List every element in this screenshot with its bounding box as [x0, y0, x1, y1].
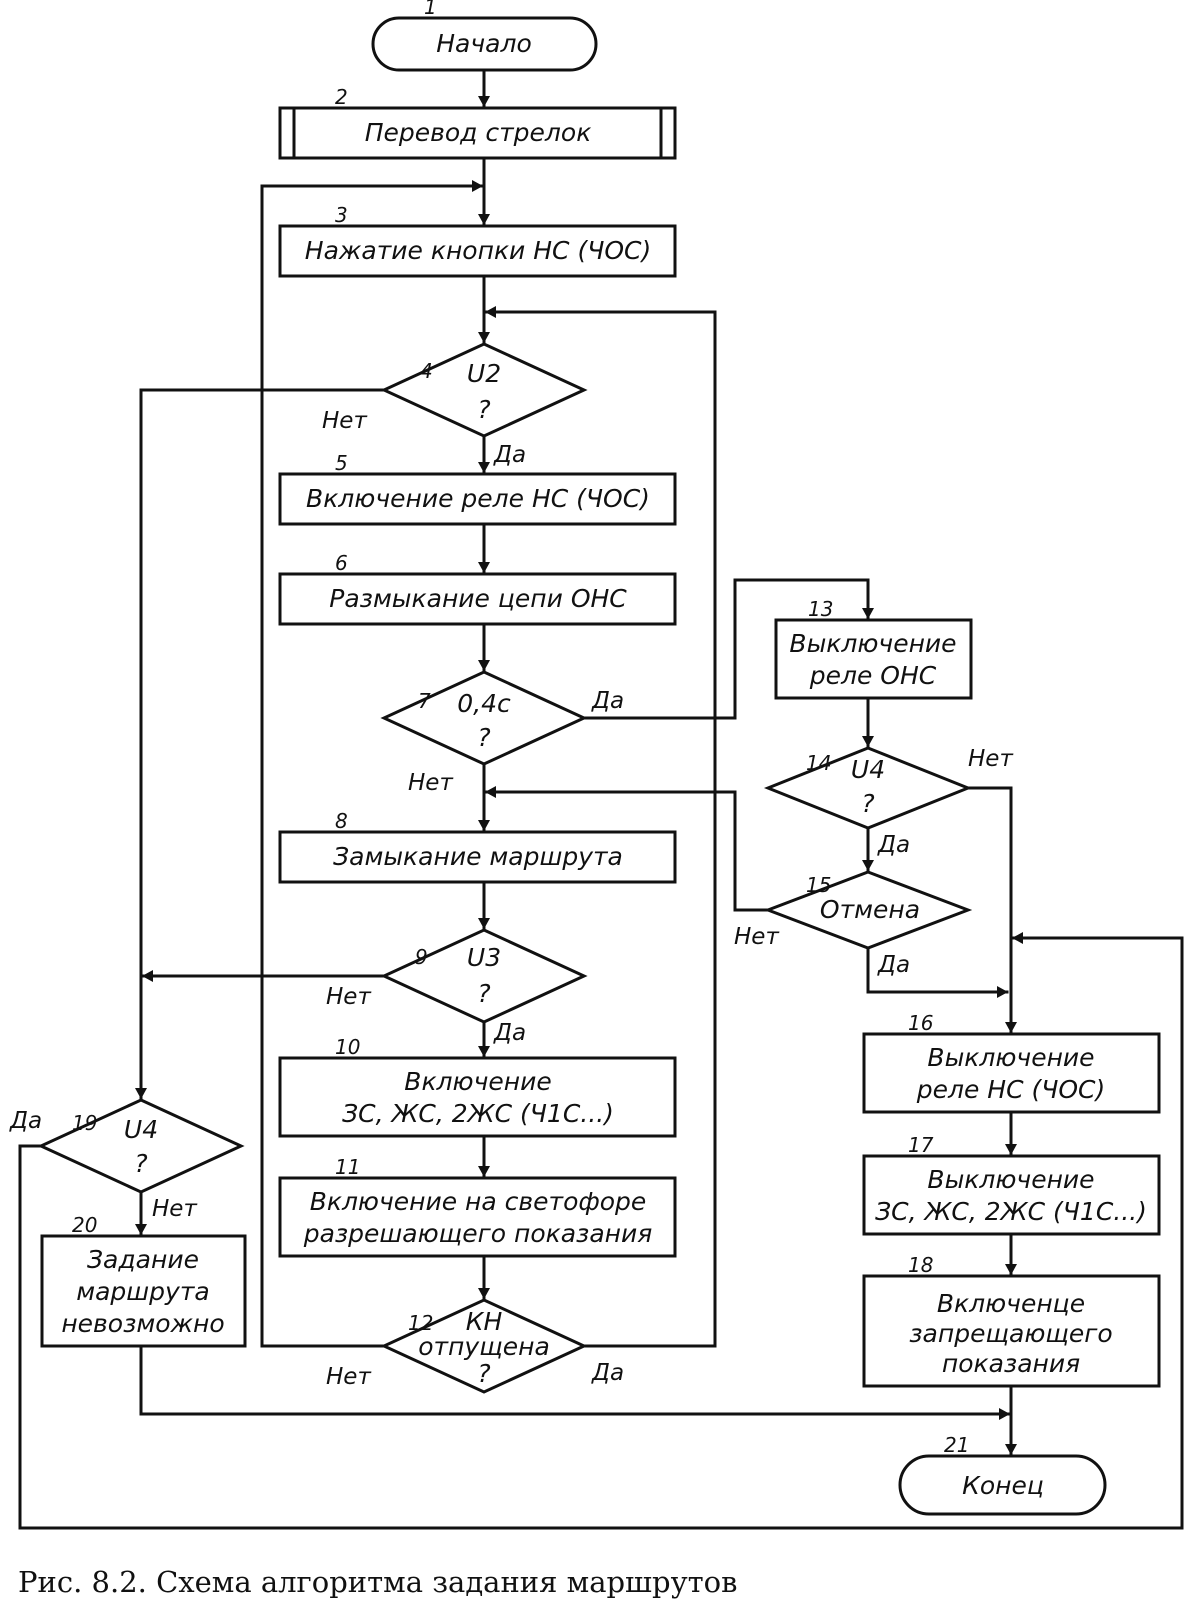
node-3-text: Нажатие кнопки НС (ЧОС): [305, 236, 651, 265]
node-3-process: [278, 224, 677, 278]
num-6: 6: [335, 551, 348, 575]
label-15-yes: Да: [877, 952, 910, 978]
node-10-process: [278, 1056, 677, 1138]
node-8-process: [278, 830, 677, 884]
num-1: 1: [424, 0, 437, 19]
node-15-text: Отмена: [820, 895, 920, 924]
node-20-text-1: Задание: [87, 1245, 199, 1274]
node-12-text-2: отпущена: [418, 1332, 550, 1361]
node-2-text: Перевод стрелок: [365, 118, 592, 147]
num-2: 2: [335, 85, 348, 109]
node-12-text-3: ?: [477, 1359, 490, 1388]
node-5-process: [278, 472, 677, 526]
node-7-text-2: ?: [477, 723, 490, 752]
label-7-no: Нет: [408, 770, 453, 796]
node-13-text-2: реле ОНС: [809, 661, 937, 690]
node-11-process: [278, 1176, 677, 1258]
node-17-text-2: ЗС, ЖС, 2ЖС (Ч1С...): [875, 1197, 1147, 1226]
node-9-text-2: ?: [477, 979, 490, 1008]
node-numbers: 1 2 3 4 5 6 7 8 9 10 11 12 13 14 15 16 1…: [72, 0, 969, 1457]
node-13-process: [774, 618, 973, 700]
num-10: 10: [335, 1035, 360, 1059]
num-18: 18: [908, 1253, 933, 1277]
node-19-text-1: U4: [124, 1115, 158, 1144]
node-2-predefined-process: [278, 106, 677, 160]
node-13-text-1: Выключение: [789, 629, 956, 658]
node-11-text-2: разрешающего показания: [303, 1219, 653, 1248]
connectors: [18, 68, 1184, 1530]
node-4-text-1: U2: [467, 359, 501, 388]
num-19: 19: [72, 1111, 97, 1135]
label-14-yes: Да: [877, 832, 910, 858]
node-20-process: [40, 1234, 247, 1348]
num-21: 21: [944, 1433, 969, 1457]
node-6-text: Размыкание цепи ОНС: [329, 584, 627, 613]
node-18-text-3: показания: [942, 1349, 1080, 1378]
label-12-no: Нет: [326, 1364, 371, 1390]
node-14-text-1: U4: [851, 755, 885, 784]
num-17: 17: [908, 1133, 934, 1157]
label-4-yes: Да: [493, 442, 526, 468]
num-20: 20: [72, 1213, 97, 1237]
node-9-text-1: U3: [467, 943, 501, 972]
num-11: 11: [335, 1155, 360, 1179]
node-7-text-1: 0,4с: [457, 689, 511, 718]
num-7: 7: [418, 689, 431, 713]
num-13: 13: [808, 597, 833, 621]
node-21-text: Конец: [962, 1471, 1044, 1500]
node-12-decision: [380, 1298, 588, 1394]
node-10-text-1: Включение: [404, 1067, 551, 1096]
node-texts: Начало Перевод стрелок Нажатие кнопки НС…: [61, 29, 1147, 1500]
num-9: 9: [415, 945, 428, 969]
node-6-process: [278, 572, 677, 626]
node-20-text-3: невозможно: [61, 1309, 224, 1338]
label-14-no: Нет: [968, 746, 1013, 772]
label-19-yes: Да: [9, 1108, 42, 1134]
label-7-yes: Да: [591, 688, 624, 714]
num-15: 15: [806, 873, 831, 897]
node-12-text-1: КН: [466, 1307, 503, 1336]
num-14: 14: [806, 751, 831, 775]
node-17-text-1: Выключение: [927, 1165, 1094, 1194]
label-9-yes: Да: [493, 1020, 526, 1046]
label-15-no: Нет: [734, 924, 779, 950]
node-18-text-2: запрещающего: [909, 1319, 1112, 1348]
node-1-text: Начало: [436, 29, 531, 58]
num-16: 16: [908, 1011, 933, 1035]
num-12: 12: [408, 1311, 433, 1335]
node-10-text-2: ЗС, ЖС, 2ЖС (Ч1С...): [342, 1099, 614, 1128]
label-12-yes: Да: [591, 1360, 624, 1386]
node-5-text: Включение реле НС (ЧОС): [306, 484, 650, 513]
node-16-text-1: Выключение: [927, 1043, 1094, 1072]
node-19-decision: [37, 1098, 245, 1194]
num-3: 3: [335, 203, 348, 227]
end-terminator: [898, 1454, 1107, 1516]
figure-caption: Рис. 8.2. Схема алгоритма задания маршру…: [18, 1565, 737, 1599]
label-19-no: Нет: [152, 1196, 197, 1222]
label-9-no: Нет: [326, 984, 371, 1010]
node-20-text-2: маршрута: [76, 1277, 209, 1306]
node-11-text-1: Включение на светофоре: [310, 1187, 647, 1216]
num-8: 8: [335, 809, 348, 833]
num-5: 5: [335, 451, 348, 475]
node-14-text-2: ?: [861, 789, 874, 818]
node-18-text-1: Включенце: [937, 1289, 1085, 1318]
label-4-no: Нет: [322, 408, 367, 434]
node-4-text-2: ?: [477, 395, 490, 424]
num-4: 4: [420, 359, 433, 383]
node-16-text-2: реле НС (ЧОС): [916, 1075, 1106, 1104]
node-8-text: Замыкание маршрута: [333, 842, 623, 871]
node-19-text-2: ?: [134, 1149, 147, 1178]
branch-labels: Нет Да Да Нет Нет Да Нет Да Нет Да Нет Д…: [9, 408, 1013, 1390]
